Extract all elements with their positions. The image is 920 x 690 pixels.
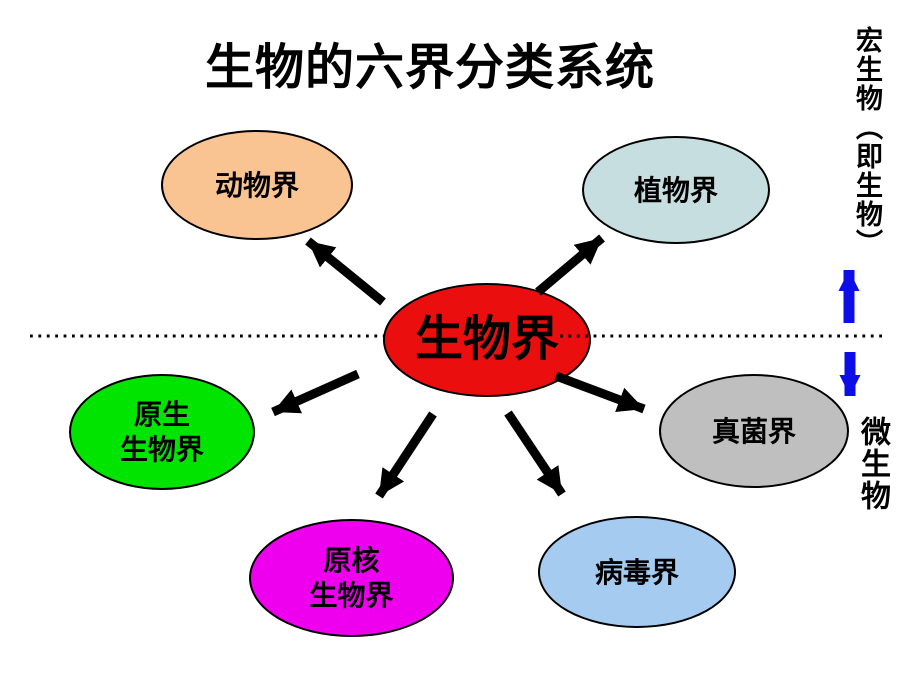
kingdom-label-virus: 病毒界 bbox=[594, 556, 679, 588]
center-node-label: 生物界 bbox=[414, 313, 559, 366]
kingdom-label-plant: 植物界 bbox=[633, 174, 718, 206]
arrow-center-to-plant bbox=[535, 234, 605, 296]
arrow-center-to-protist bbox=[271, 369, 360, 417]
arrow-center-to-prokaryote bbox=[375, 411, 437, 499]
arrow-center-to-virus bbox=[504, 410, 566, 497]
micro-organism-label: 微生物 bbox=[856, 416, 889, 512]
kingdom-node-prokaryote: 原核 生物界 bbox=[249, 519, 454, 637]
kingdom-node-virus: 病毒界 bbox=[538, 516, 736, 628]
kingdom-label-animal: 动物界 bbox=[214, 169, 299, 201]
arrow-center-to-animal bbox=[305, 237, 386, 306]
macro-organism-label: 宏生物（即生物） bbox=[852, 26, 882, 258]
kingdom-label-fungi: 真菌界 bbox=[711, 415, 796, 447]
kingdom-label-prokaryote: 原核 生物界 bbox=[309, 545, 394, 611]
kingdom-node-fungi: 真菌界 bbox=[659, 374, 849, 488]
kingdom-node-protist: 原生 生物界 bbox=[69, 374, 255, 490]
kingdom-label-protist: 原生 生物界 bbox=[119, 399, 204, 465]
center-node-biosphere: 生物界 bbox=[383, 283, 591, 397]
kingdom-node-plant: 植物界 bbox=[582, 136, 770, 244]
slide-title: 生物的六界分类系统 bbox=[204, 40, 655, 95]
kingdom-node-animal: 动物界 bbox=[161, 130, 353, 240]
arrow-center-to-fungi bbox=[554, 371, 646, 414]
